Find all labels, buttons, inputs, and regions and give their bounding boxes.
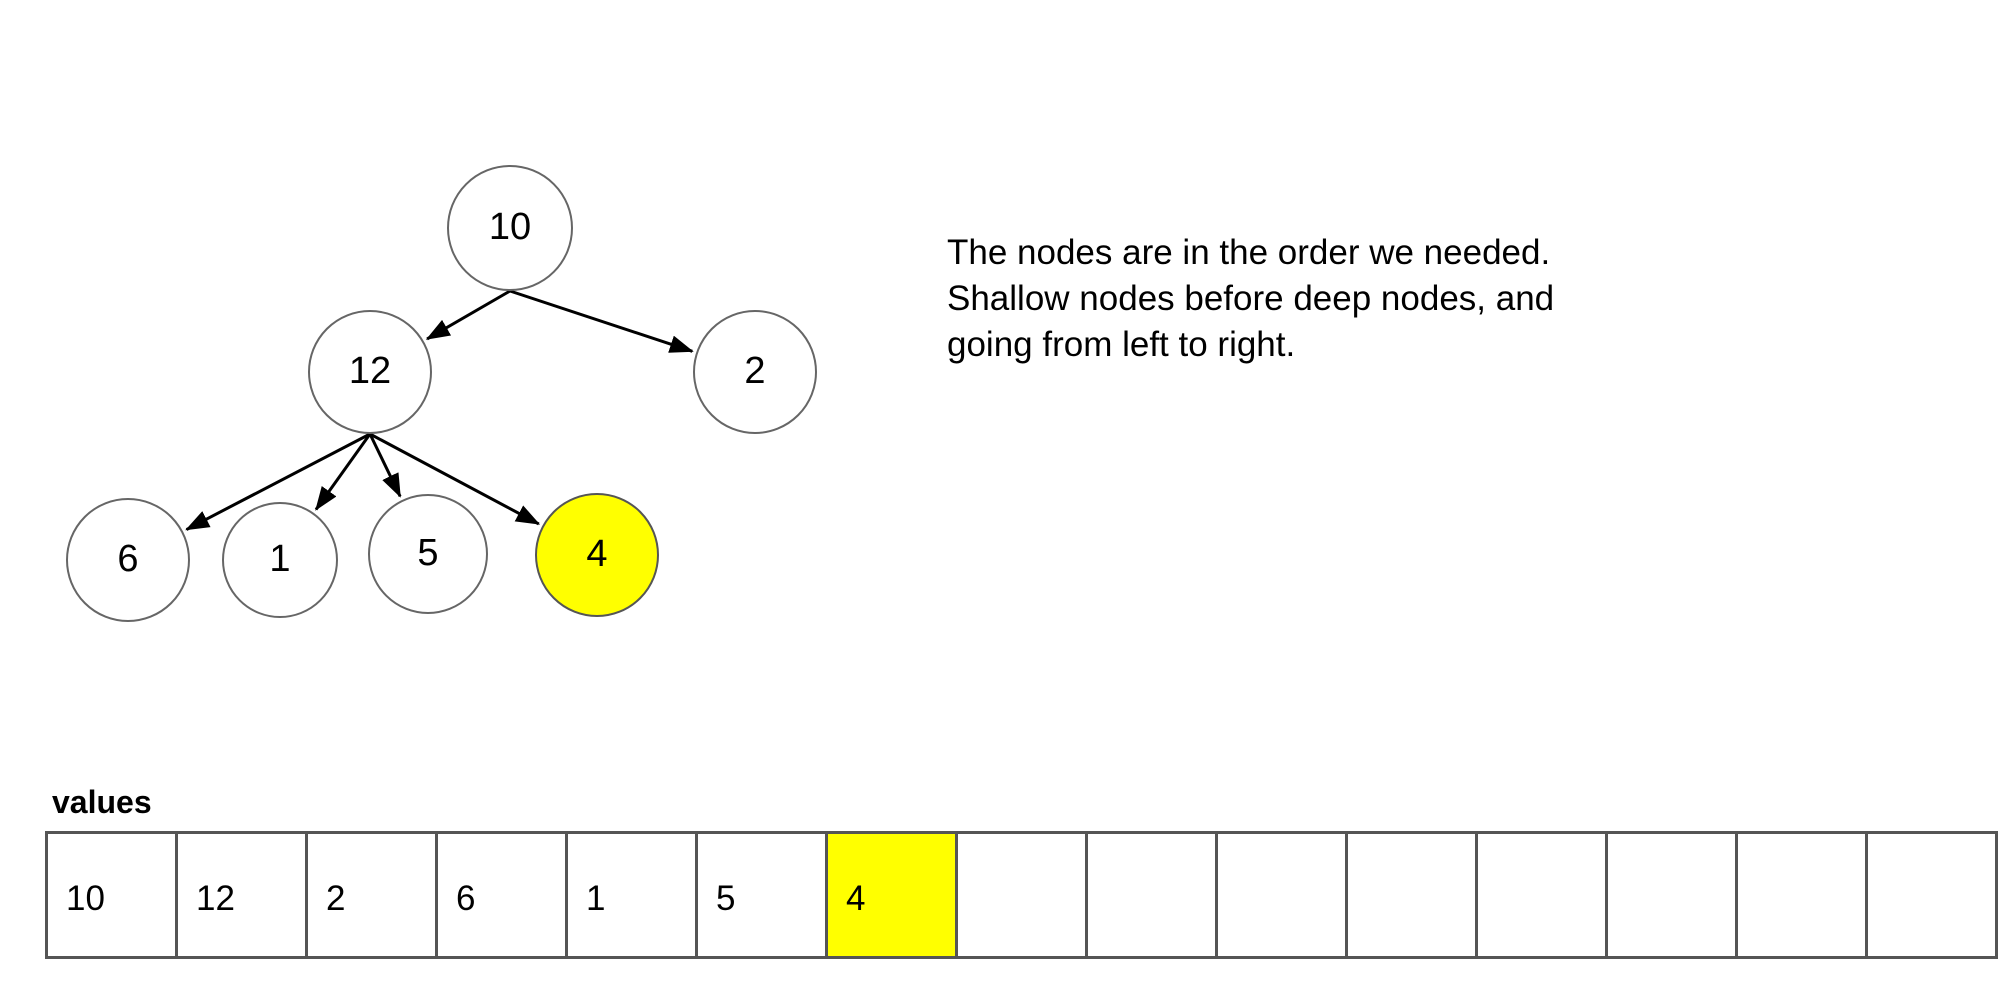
values-cell-6: 4 bbox=[828, 834, 958, 956]
tree-node-4: 4 bbox=[535, 493, 659, 617]
tree-node-label: 1 bbox=[269, 538, 291, 580]
tree-node-label: 10 bbox=[488, 206, 532, 248]
tree-node-12: 12 bbox=[308, 310, 432, 434]
values-array: 10 12 2 6 1 5 4 bbox=[45, 831, 1998, 959]
values-cell-13 bbox=[1738, 834, 1868, 956]
values-cell-text: 1 bbox=[586, 879, 606, 918]
values-cell-1: 12 bbox=[178, 834, 308, 956]
tree-edge-12-to-1 bbox=[314, 433, 372, 511]
tree-edge-12-to-5 bbox=[368, 433, 402, 498]
values-cell-10 bbox=[1348, 834, 1478, 956]
values-cell-4: 1 bbox=[568, 834, 698, 956]
tree-node-6: 6 bbox=[66, 498, 190, 622]
tree-node-10: 10 bbox=[447, 165, 573, 291]
values-cell-12 bbox=[1608, 834, 1738, 956]
values-cell-3: 6 bbox=[438, 834, 568, 956]
values-cell-14 bbox=[1868, 834, 1998, 956]
values-cell-text: 12 bbox=[196, 879, 235, 918]
values-cell-text: 4 bbox=[846, 879, 866, 918]
values-cell-5: 5 bbox=[698, 834, 828, 956]
tree-node-label: 2 bbox=[744, 350, 766, 392]
values-cell-text: 10 bbox=[66, 879, 105, 918]
values-cell-7 bbox=[958, 834, 1088, 956]
tree-node-label: 4 bbox=[586, 533, 608, 575]
tree-edge-10-to-2 bbox=[509, 289, 694, 353]
values-cell-9 bbox=[1218, 834, 1348, 956]
tree-node-label: 12 bbox=[348, 350, 392, 392]
tree-edge-10-to-12 bbox=[425, 289, 511, 341]
explanation-text: The nodes are in the order we needed. Sh… bbox=[947, 233, 1555, 364]
values-cell-text: 6 bbox=[456, 879, 476, 918]
values-array-label: values bbox=[52, 784, 152, 820]
values-cell-0: 10 bbox=[48, 834, 178, 956]
values-cell-text: 5 bbox=[716, 879, 736, 918]
values-cell-text: 2 bbox=[326, 879, 346, 918]
tree-node-2: 2 bbox=[693, 310, 817, 434]
tree-node-1: 1 bbox=[222, 502, 338, 618]
tree-node-label: 5 bbox=[417, 532, 439, 574]
values-cell-2: 2 bbox=[308, 834, 438, 956]
values-cell-11 bbox=[1478, 834, 1608, 956]
values-cell-8 bbox=[1088, 834, 1218, 956]
tree-node-label: 6 bbox=[117, 538, 139, 580]
tree-node-5: 5 bbox=[368, 494, 488, 614]
